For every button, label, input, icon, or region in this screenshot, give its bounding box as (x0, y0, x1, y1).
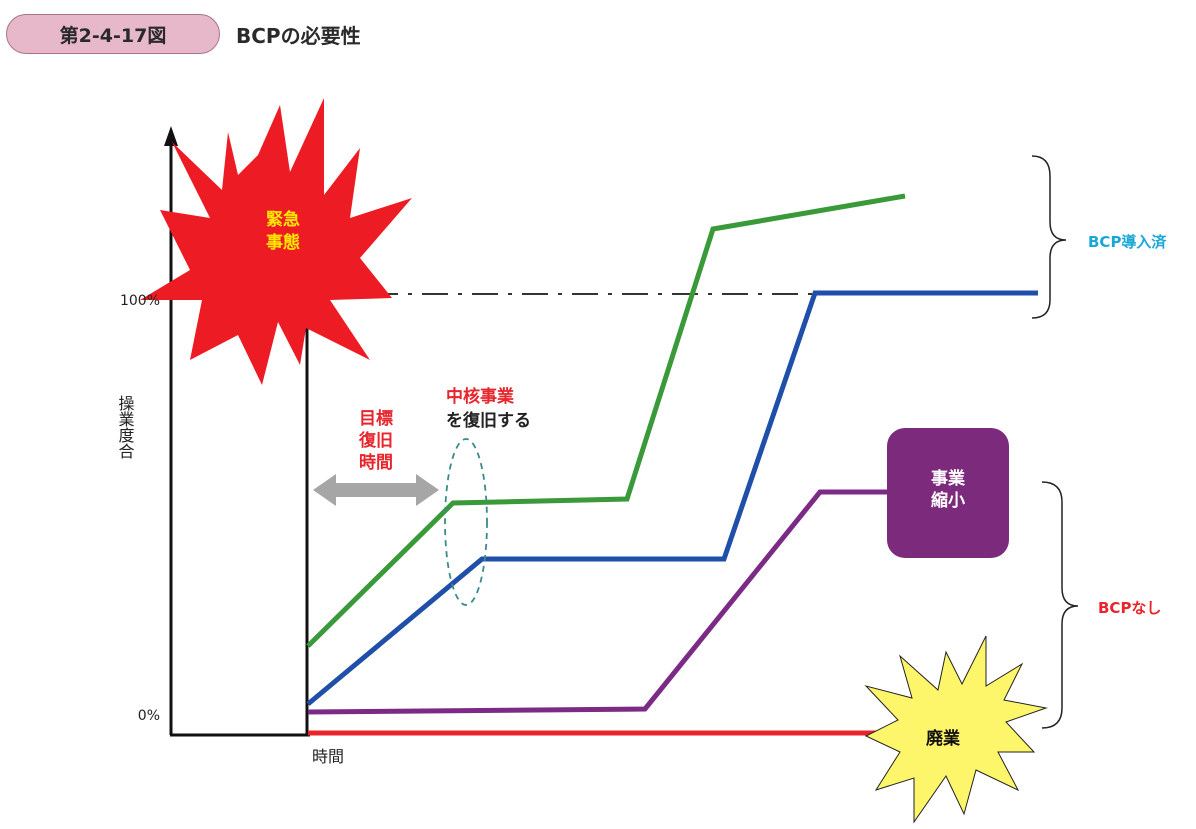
y-axis-label: 操業度合 (116, 395, 135, 459)
core-label-line2: を復旧する (446, 410, 531, 431)
emergency-label-line2: 事態 (266, 232, 300, 253)
core-recovery-ellipse (444, 438, 488, 606)
target-time-double-arrow (313, 474, 439, 506)
downsize-box (887, 428, 1009, 558)
figure-number-badge: 第2-4-17図 (6, 14, 220, 54)
x-axis-label: 時間 (312, 747, 344, 766)
core-label-line1: 中核事業 (446, 386, 514, 407)
figure-title: BCPの必要性 (236, 24, 361, 48)
closure-label: 廃業 (926, 728, 960, 749)
brace-without-bcp (1041, 481, 1079, 729)
line-green (306, 193, 906, 648)
line-purple-downsize (307, 489, 888, 715)
downsize-label-line1: 事業 (931, 468, 965, 489)
target-label-line1: 目標 (359, 408, 393, 429)
emergency-label-line1: 緊急 (266, 209, 300, 230)
downsize-label-line2: 縮小 (931, 490, 965, 511)
emergency-burst (140, 98, 412, 385)
tick-0: 0% (138, 708, 160, 724)
group-with-bcp-label: BCP導入済 (1088, 233, 1167, 251)
closure-burst (864, 635, 1048, 824)
group-without-bcp-label: BCPなし (1098, 599, 1161, 617)
target-label-line2: 復旧 (358, 430, 393, 451)
brace-with-bcp (1031, 155, 1067, 319)
target-label-line3: 時間 (359, 452, 393, 473)
figure-number: 第2-4-17図 (59, 24, 167, 47)
tick-100: 100% (120, 293, 160, 309)
line-blue (306, 290, 1038, 706)
y-axis-arrowhead (164, 126, 178, 146)
